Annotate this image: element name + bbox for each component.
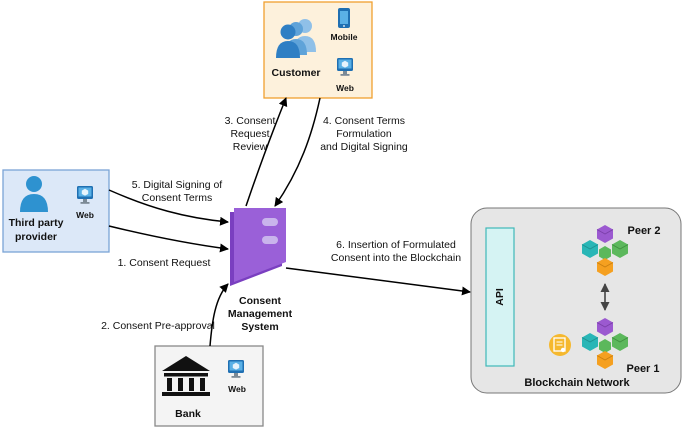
cms-label-line1: Consent — [239, 295, 282, 307]
step4-label-line3: and Digital Signing — [320, 141, 408, 153]
customer-web-label: Web — [336, 83, 354, 93]
bank-box — [154, 345, 264, 427]
third-party-node: Third party provider Web — [2, 169, 110, 253]
peer2-label: Peer 2 — [627, 225, 660, 237]
bank-label: Bank — [175, 408, 201, 420]
step4-label-line2: Formulation — [336, 128, 392, 140]
edge-consent-pre-approval — [209, 283, 229, 347]
bank-web-label: Web — [228, 384, 246, 394]
server-icon — [230, 208, 286, 286]
peer1-label: Peer 1 — [626, 363, 659, 375]
user-group-icon — [276, 19, 316, 58]
api-box — [485, 227, 515, 367]
cube-cluster-icon — [581, 318, 629, 369]
cube-cluster-icon — [581, 225, 629, 276]
step4-label-line1: 4. Consent Terms — [323, 115, 405, 127]
third-party-label-line2: provider — [15, 231, 57, 243]
blockchain-box — [470, 207, 682, 394]
step2-label: 2. Consent Pre-approval — [101, 320, 215, 332]
step6-label-line2: Consent into the Blockchain — [331, 252, 461, 264]
certificate-icon — [549, 334, 571, 356]
cms-label-line2: Management — [228, 308, 293, 320]
bank-icon — [162, 356, 210, 396]
step3-label-line1: 3. Consent — [225, 115, 276, 127]
customer-node: Customer Mobile Web — [263, 1, 373, 99]
third-party-label-line1: Third party — [9, 217, 64, 229]
edge-consent-request — [108, 225, 229, 253]
step3-label-line2: Request — [230, 128, 269, 140]
edge-consent-request-review — [245, 97, 288, 207]
cms-label-line3: System — [241, 321, 278, 333]
step6-label-line1: 6. Insertion of Formulated — [336, 239, 456, 251]
edge-blockchain-insertion — [285, 267, 471, 296]
step3-label-line3: Review — [233, 141, 268, 153]
bank-node: Bank Web — [154, 345, 264, 427]
person-icon — [20, 176, 48, 212]
edge-digital-signing — [108, 189, 229, 226]
step5-label-line2: Consent Terms — [142, 192, 212, 204]
edge-consent-terms-formulation — [274, 97, 321, 207]
third-party-web-label: Web — [76, 210, 94, 220]
mobile-icon — [338, 8, 350, 28]
cms-node: Consent Management System — [228, 208, 293, 333]
step1-label: 1. Consent Request — [118, 257, 211, 269]
customer-mobile-label: Mobile — [331, 32, 358, 42]
customer-label: Customer — [271, 67, 320, 79]
step5-label-line1: 5. Digital Signing of — [132, 179, 223, 191]
blockchain-network-node: API Peer 2 Peer 1 — [470, 207, 682, 394]
blockchain-label: Blockchain Network — [524, 377, 630, 389]
api-label: API — [494, 288, 506, 306]
